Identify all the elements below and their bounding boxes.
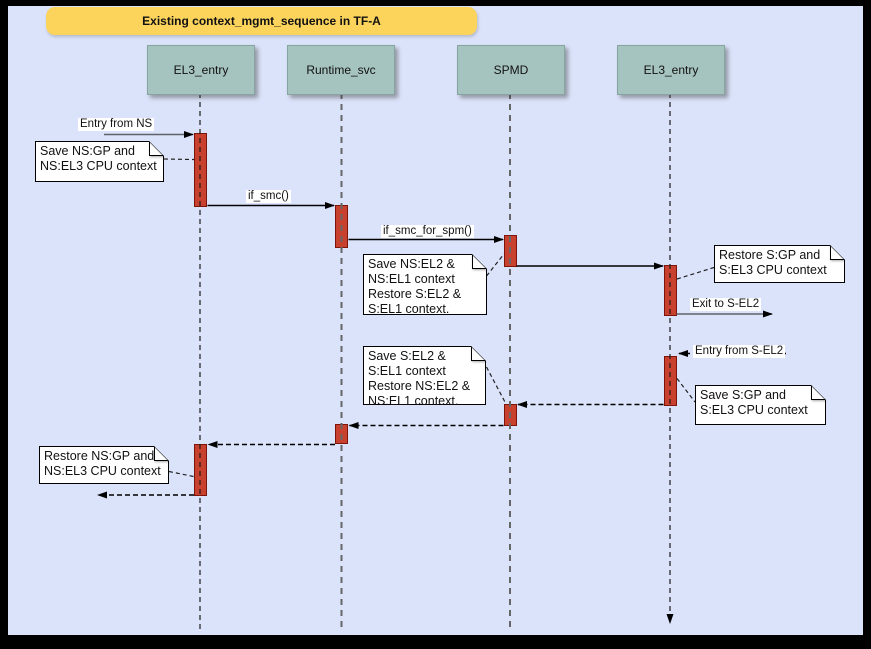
- note-switch-to-s: Save NS:EL2 & NS:EL1 context Restore S:E…: [363, 254, 487, 315]
- lifeline-label: EL3_entry: [643, 63, 699, 77]
- note-fold-icon: [149, 141, 164, 156]
- note-fold-icon: [154, 446, 169, 461]
- message-label-if-smc: if_smc(): [246, 190, 291, 203]
- note-restore-s-ctx: Restore S:GP and S:EL3 CPU context: [714, 245, 845, 283]
- note-save-s-ctx: Save S:GP and S:EL3 CPU context: [695, 385, 826, 425]
- message-label-exit-to-s-el2: Exit to S-EL2: [690, 298, 762, 311]
- lifeline-header-el3-entry-1: EL3_entry: [147, 45, 255, 95]
- message-label-entry-from-ns: Entry from NS: [78, 118, 155, 131]
- lifeline-header-spmd: SPMD: [457, 45, 565, 95]
- note-connector-save-s-ctx: [676, 378, 696, 403]
- lifeline-header-el3-entry-2: EL3_entry: [617, 45, 725, 95]
- note-connector-restore-s-ctx: [676, 266, 715, 280]
- diagram-title: Existing context_mgmt_sequence in TF-A: [46, 7, 477, 35]
- note-text: Save S:EL2 & S:EL1 context Restore NS:EL…: [368, 349, 471, 408]
- note-restore-ns-ctx: Restore NS:GP and NS:EL3 CPU context: [39, 446, 169, 484]
- lifeline-label: EL3_entry: [173, 63, 229, 77]
- sequence-diagram-canvas: Existing context_mgmt_sequence in TF-A E…: [8, 6, 863, 635]
- note-text: Restore S:GP and S:EL3 CPU context: [719, 248, 827, 277]
- note-fold-icon: [471, 346, 486, 361]
- note-connector-restore-ns-ctx: [168, 470, 194, 478]
- note-fold-icon: [472, 254, 487, 269]
- note-save-ns-ctx: Save NS:GP and NS:EL3 CPU context: [35, 141, 164, 182]
- note-connector-switch-to-ns: [485, 366, 507, 404]
- message-label-entry-from-s-el2: Entry from S-EL2: [693, 345, 786, 358]
- lifeline-label: SPMD: [493, 63, 529, 77]
- note-connector-switch-to-s: [486, 253, 505, 277]
- note-text: Save NS:GP and NS:EL3 CPU context: [40, 144, 157, 173]
- message-label-if-smc-for-spm: if_smc_for_spm(): [381, 225, 474, 238]
- note-switch-to-ns: Save S:EL2 & S:EL1 context Restore NS:EL…: [363, 346, 486, 405]
- note-fold-icon: [830, 245, 845, 260]
- note-text: Save S:GP and S:EL3 CPU context: [700, 388, 808, 417]
- note-text: Save NS:EL2 & NS:EL1 context Restore S:E…: [368, 257, 462, 316]
- note-fold-icon: [811, 385, 826, 400]
- note-connector-save-ns-ctx: [163, 158, 195, 161]
- lifeline-label: Runtime_svc: [306, 63, 376, 77]
- lifeline-header-runtime-svc: Runtime_svc: [287, 45, 395, 95]
- diagram-lines-layer: [97, 93, 786, 630]
- note-text: Restore NS:GP and NS:EL3 CPU context: [44, 449, 161, 478]
